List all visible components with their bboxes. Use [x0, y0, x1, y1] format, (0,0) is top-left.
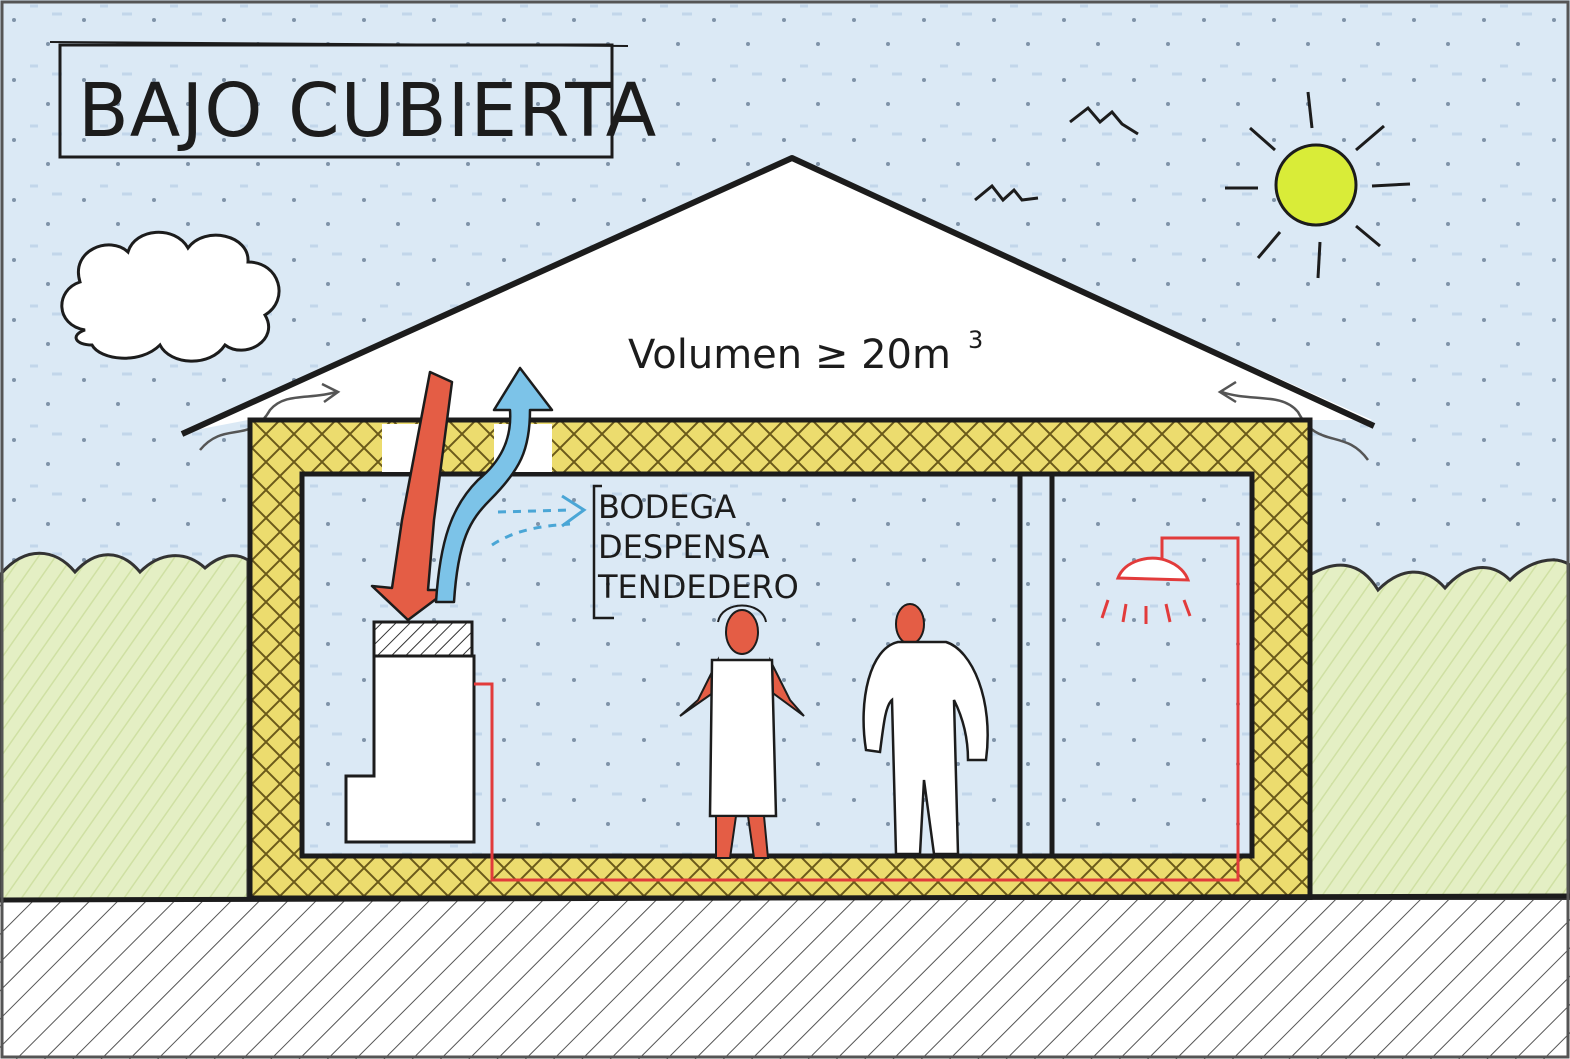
hot-water-pipe	[474, 536, 1240, 882]
cloud-icon	[60, 230, 281, 363]
person-icon	[679, 604, 805, 859]
room-use-bracket	[592, 484, 614, 620]
roof	[180, 155, 1376, 437]
eave-vent-left	[199, 382, 341, 451]
boiler-icon	[344, 620, 476, 844]
bird-icon	[974, 183, 1039, 203]
eave-vent-right	[1217, 380, 1370, 461]
attic-space	[185, 160, 1372, 432]
airflow-arrowhead	[561, 494, 587, 528]
room-use-label: BODEGA	[598, 488, 736, 526]
volume-unit-exponent: 3	[968, 326, 983, 354]
airflow-dashed	[497, 508, 571, 514]
ground-line	[0, 893, 1570, 903]
diagram-title: BAJO CUBIERTA	[78, 68, 657, 154]
cool-air-arrow	[434, 366, 554, 604]
person-icon	[862, 603, 989, 856]
sun-icon	[1225, 91, 1411, 279]
warm-air-arrow	[370, 370, 454, 622]
hill-right	[1308, 558, 1570, 902]
volume-label: Volumen ≥ 20m	[628, 332, 951, 378]
bird-icon	[1069, 105, 1139, 136]
shower-icon	[1100, 556, 1192, 624]
hill-left	[0, 551, 250, 902]
room-use-label: DESPENSA	[598, 528, 770, 566]
room-use-label: TENDEDERO	[597, 568, 799, 606]
ground	[0, 900, 1570, 1059]
title-box: BAJO CUBIERTA	[49, 41, 657, 159]
